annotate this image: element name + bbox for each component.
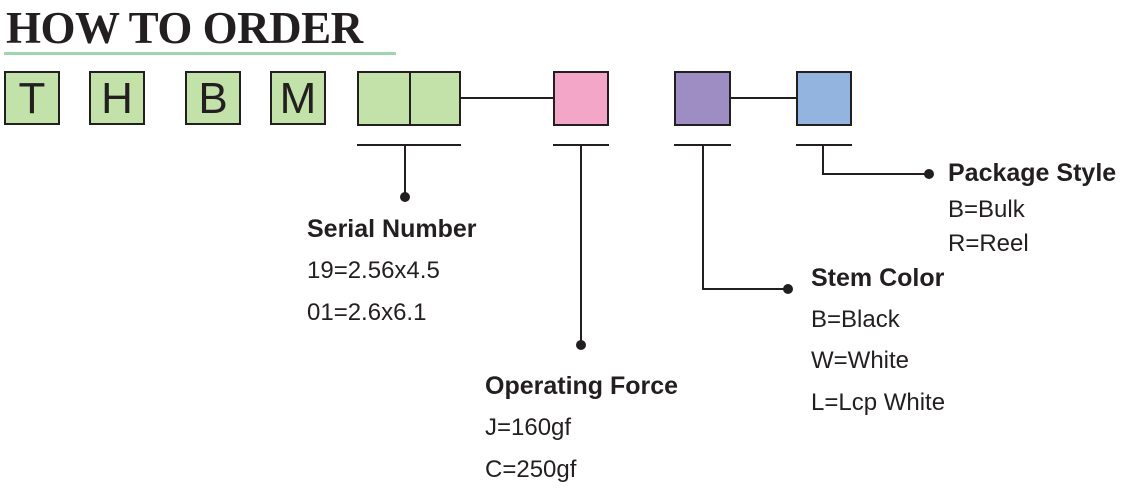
package-style-option: B=Bulk — [948, 196, 1025, 223]
force-dot — [576, 340, 586, 350]
title-underline — [4, 52, 396, 55]
operating-force-box — [553, 71, 609, 126]
package-style-box — [796, 71, 852, 126]
operating-force-option: J=160gf — [485, 414, 572, 441]
stem-dot — [783, 284, 793, 294]
code-letter-b: B — [185, 71, 241, 125]
serial-number-option: 01=2.6x6.1 — [307, 299, 427, 326]
serial-number-label: Serial Number — [307, 215, 477, 243]
operating-force-option: C=250gf — [485, 456, 577, 483]
serial-number-option: 19=2.56x4.5 — [307, 257, 440, 284]
stem-color-option: B=Black — [811, 306, 900, 333]
stem-color-label: Stem Color — [811, 264, 945, 292]
package-style-label: Package Style — [948, 159, 1117, 187]
serial-dot — [400, 192, 410, 202]
package-style-option: R=Reel — [948, 230, 1029, 257]
stem-color-box — [674, 71, 731, 126]
code-letter-t: T — [4, 71, 60, 125]
stem-leader — [702, 145, 788, 290]
stem-color-option: L=Lcp White — [811, 389, 946, 416]
package-leader — [822, 145, 929, 175]
stem-color-option: W=White — [811, 347, 910, 374]
package-dot — [924, 169, 934, 179]
operating-force-label: Operating Force — [485, 372, 679, 400]
code-letter-m: M — [270, 71, 326, 125]
code-letter-h: H — [89, 71, 145, 125]
page-title: HOW TO ORDER — [6, 3, 363, 53]
